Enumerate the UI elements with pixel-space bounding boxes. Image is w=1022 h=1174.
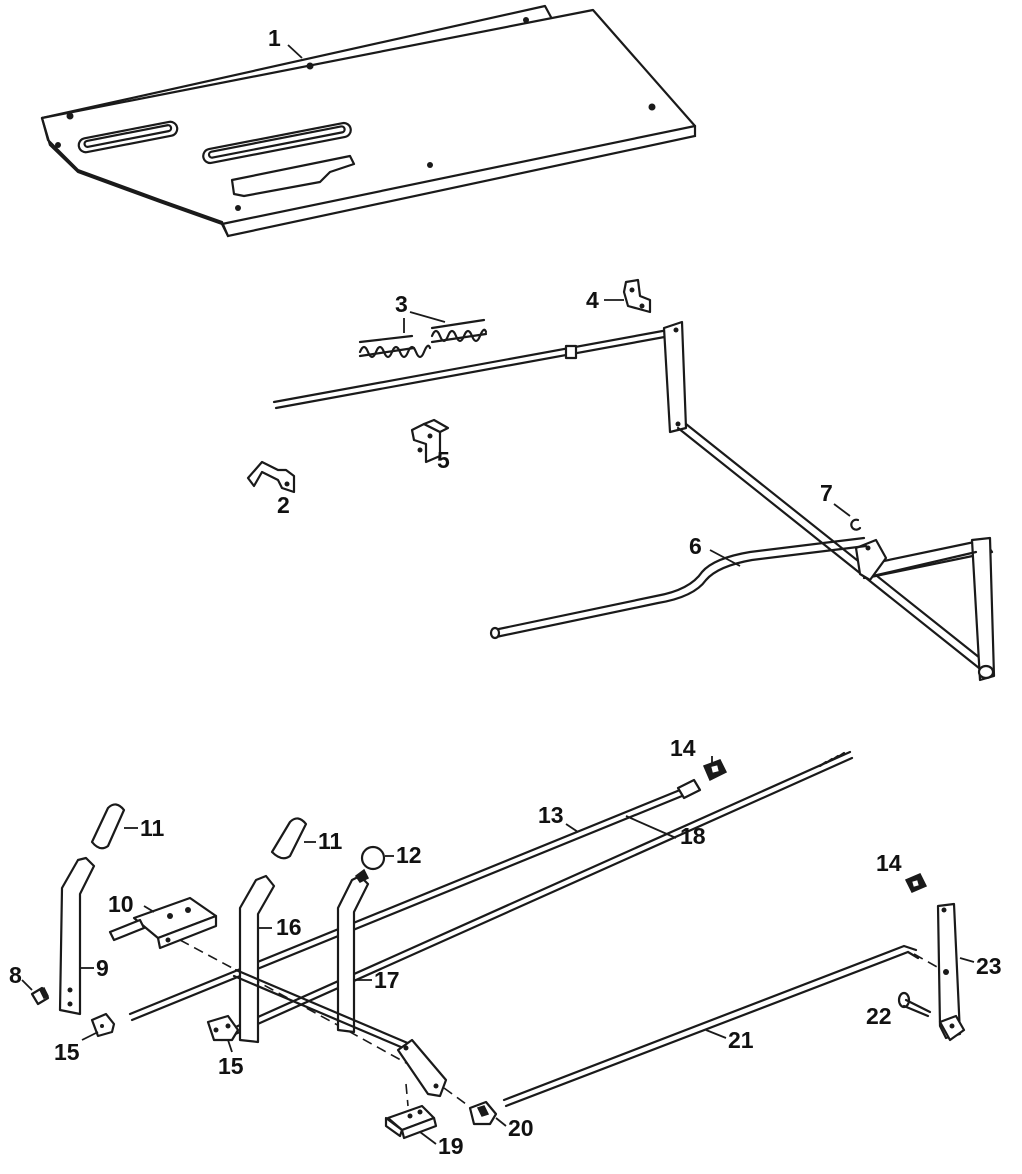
spring-left <box>358 334 432 359</box>
alignment-line-23 <box>913 953 947 973</box>
part-9-pedal-arm: 9 <box>58 856 109 1016</box>
callout-13: 13 <box>538 802 564 828</box>
callout-22: 22 <box>866 1003 892 1029</box>
callout-6: 6 <box>689 533 702 559</box>
part-14-clip-right: 14 <box>876 850 928 893</box>
part-3-springs: 3 <box>358 291 488 359</box>
callout-7: 7 <box>820 480 833 506</box>
lower-cross-shaft <box>232 968 448 1098</box>
callout-11-right: 11 <box>318 828 343 854</box>
callout-15-center: 15 <box>218 1053 244 1079</box>
callout-4: 4 <box>586 287 599 313</box>
part-15-clip-center: 15 <box>206 1014 244 1079</box>
callout-1: 1 <box>268 25 281 51</box>
callout-2: 2 <box>277 492 290 518</box>
part-14-clip-top: 14 <box>670 735 728 782</box>
spring-right <box>430 318 488 344</box>
callout-19: 19 <box>438 1133 464 1159</box>
callout-11-left: 11 <box>140 815 165 841</box>
part-1-cover-plate: 1 <box>40 4 697 238</box>
callout-9: 9 <box>96 955 109 981</box>
callout-8: 8 <box>9 962 22 988</box>
part-23-arm: 23 <box>936 902 1002 1042</box>
callout-5: 5 <box>437 447 450 473</box>
part-17-pedal-arm: 17 <box>336 868 400 1034</box>
part-20-clip: 20 <box>468 1100 534 1141</box>
part-22-pin: 22 <box>866 991 932 1029</box>
part-21-rod: 21 <box>502 944 920 1108</box>
part-5-u-bracket: 5 <box>410 418 450 473</box>
callout-16: 16 <box>276 914 302 940</box>
part-4-angle-bracket: 4 <box>586 278 652 314</box>
part-16-pedal-arm: 16 <box>238 874 302 1044</box>
alignment-line-20 <box>443 1087 467 1105</box>
alignment-line-19 <box>405 1083 409 1107</box>
alignment-line-left <box>179 939 409 1065</box>
part-15-clip-left: 15 <box>54 1012 116 1065</box>
callout-3: 3 <box>395 291 408 317</box>
part-6-curved-rod: 6 <box>489 533 868 640</box>
callout-23: 23 <box>976 953 1002 979</box>
callout-15-left: 15 <box>54 1039 80 1065</box>
callout-10: 10 <box>108 891 134 917</box>
callout-14-right: 14 <box>876 850 902 876</box>
part-13-rod <box>128 778 702 1022</box>
part-8-bushing: 8 <box>9 962 50 1006</box>
callout-14-top: 14 <box>670 735 696 761</box>
callout-18: 18 <box>680 823 706 849</box>
part-19-bracket: 19 <box>384 1104 464 1159</box>
part-2-bracket: 2 <box>246 460 296 518</box>
callout-12: 12 <box>396 842 422 868</box>
part-10-plate: 10 <box>108 891 218 950</box>
part-11-pad-left: 11 <box>90 803 165 850</box>
callout-20: 20 <box>508 1115 534 1141</box>
callout-21: 21 <box>728 1027 754 1053</box>
upper-linkage-rods <box>272 320 996 682</box>
part-7-clip: 7 <box>820 480 862 531</box>
part-18-rod <box>218 750 854 1042</box>
part-11-pad-right: 11 <box>270 817 343 860</box>
part-12-knob: 12 <box>360 842 422 871</box>
callout-17: 17 <box>374 967 400 993</box>
